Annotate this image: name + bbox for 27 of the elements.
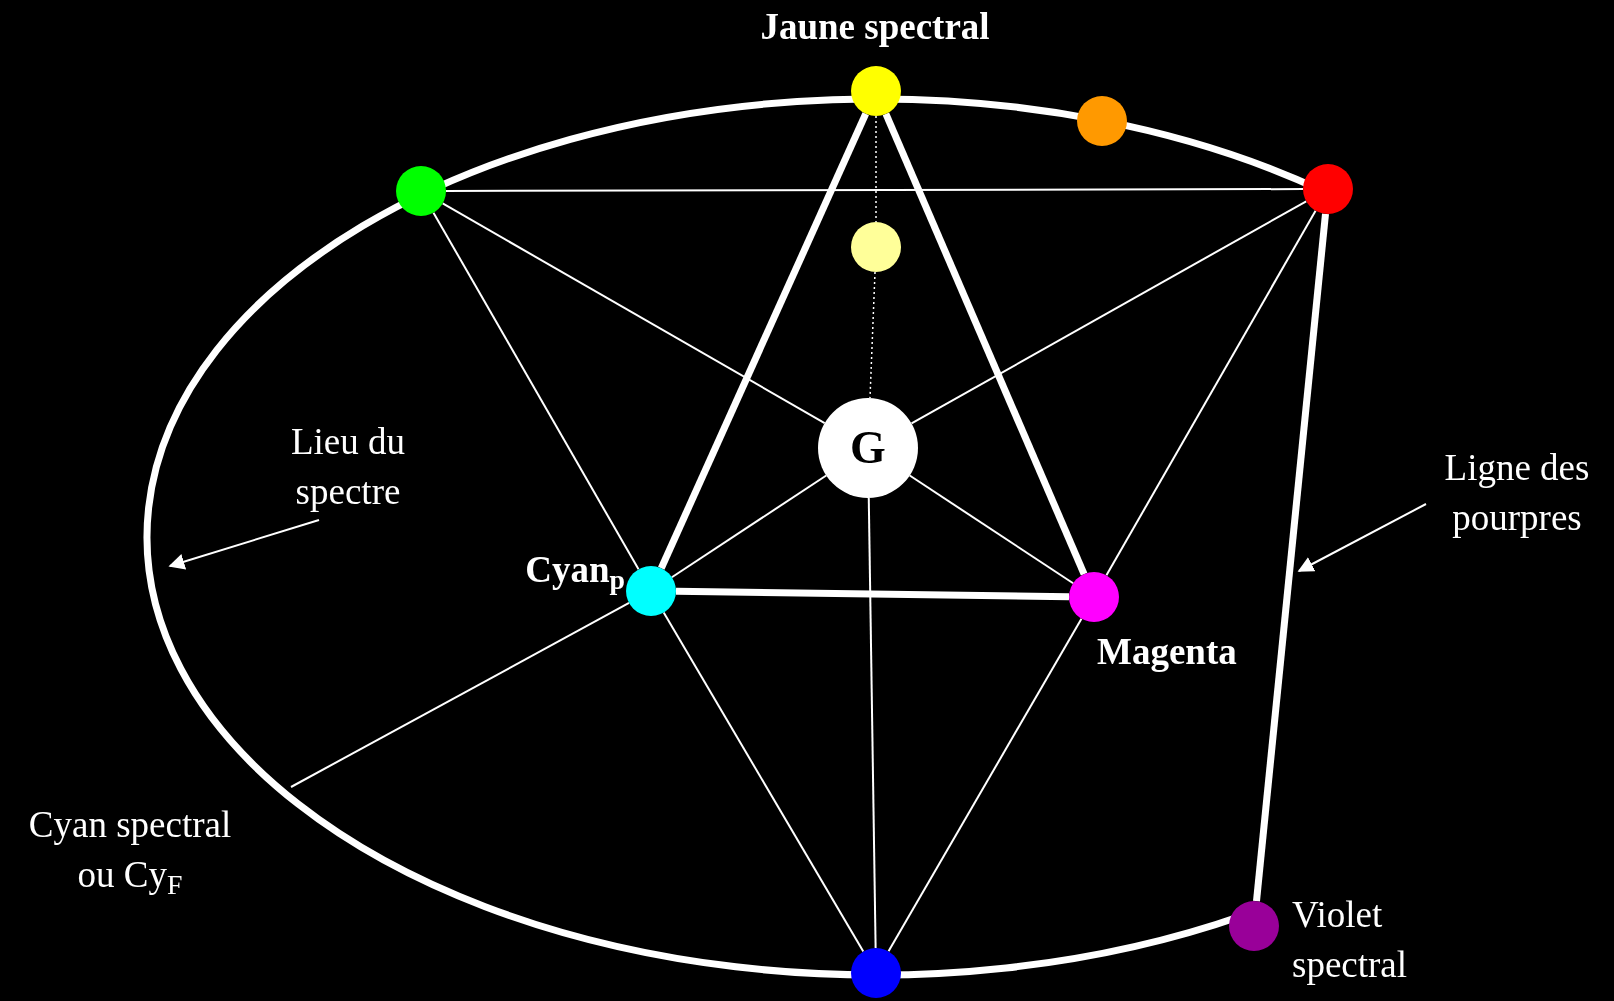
point-name: Violet spectral: [1292, 893, 1409, 987]
connector-line: [867, 497, 877, 949]
point-name: Magenta: [1097, 630, 1238, 674]
annotation-text: Ligne des pourpres: [1443, 446, 1591, 540]
connector-line: [432, 211, 640, 571]
connector-line: [445, 188, 1304, 192]
connector-line: [910, 200, 1308, 425]
leader-line: [1297, 503, 1427, 572]
point-label: G: [850, 425, 886, 471]
connector-line: [658, 112, 869, 570]
connector-line: [887, 617, 1083, 953]
connector-line: [675, 587, 1070, 601]
connector-line: [882, 112, 1088, 576]
point-name: Jaune spectral: [759, 5, 991, 49]
annotation-text: Cyan spectral ou Cy$_{F}$: [27, 803, 233, 900]
annotation-text: Lieu du spectre: [289, 420, 407, 514]
connector-line: [1253, 213, 1329, 902]
connector-line: [441, 202, 826, 425]
connector-line: [1105, 209, 1317, 577]
connector-line: [875, 115, 877, 223]
connector-line: [869, 271, 876, 399]
connector-line: [290, 601, 631, 788]
leader-line: [168, 519, 320, 570]
connector-line: [908, 474, 1075, 585]
connector-line: [670, 474, 828, 579]
connector-line: [662, 611, 865, 953]
point-name: Cyan$_{p}$: [524, 548, 625, 595]
